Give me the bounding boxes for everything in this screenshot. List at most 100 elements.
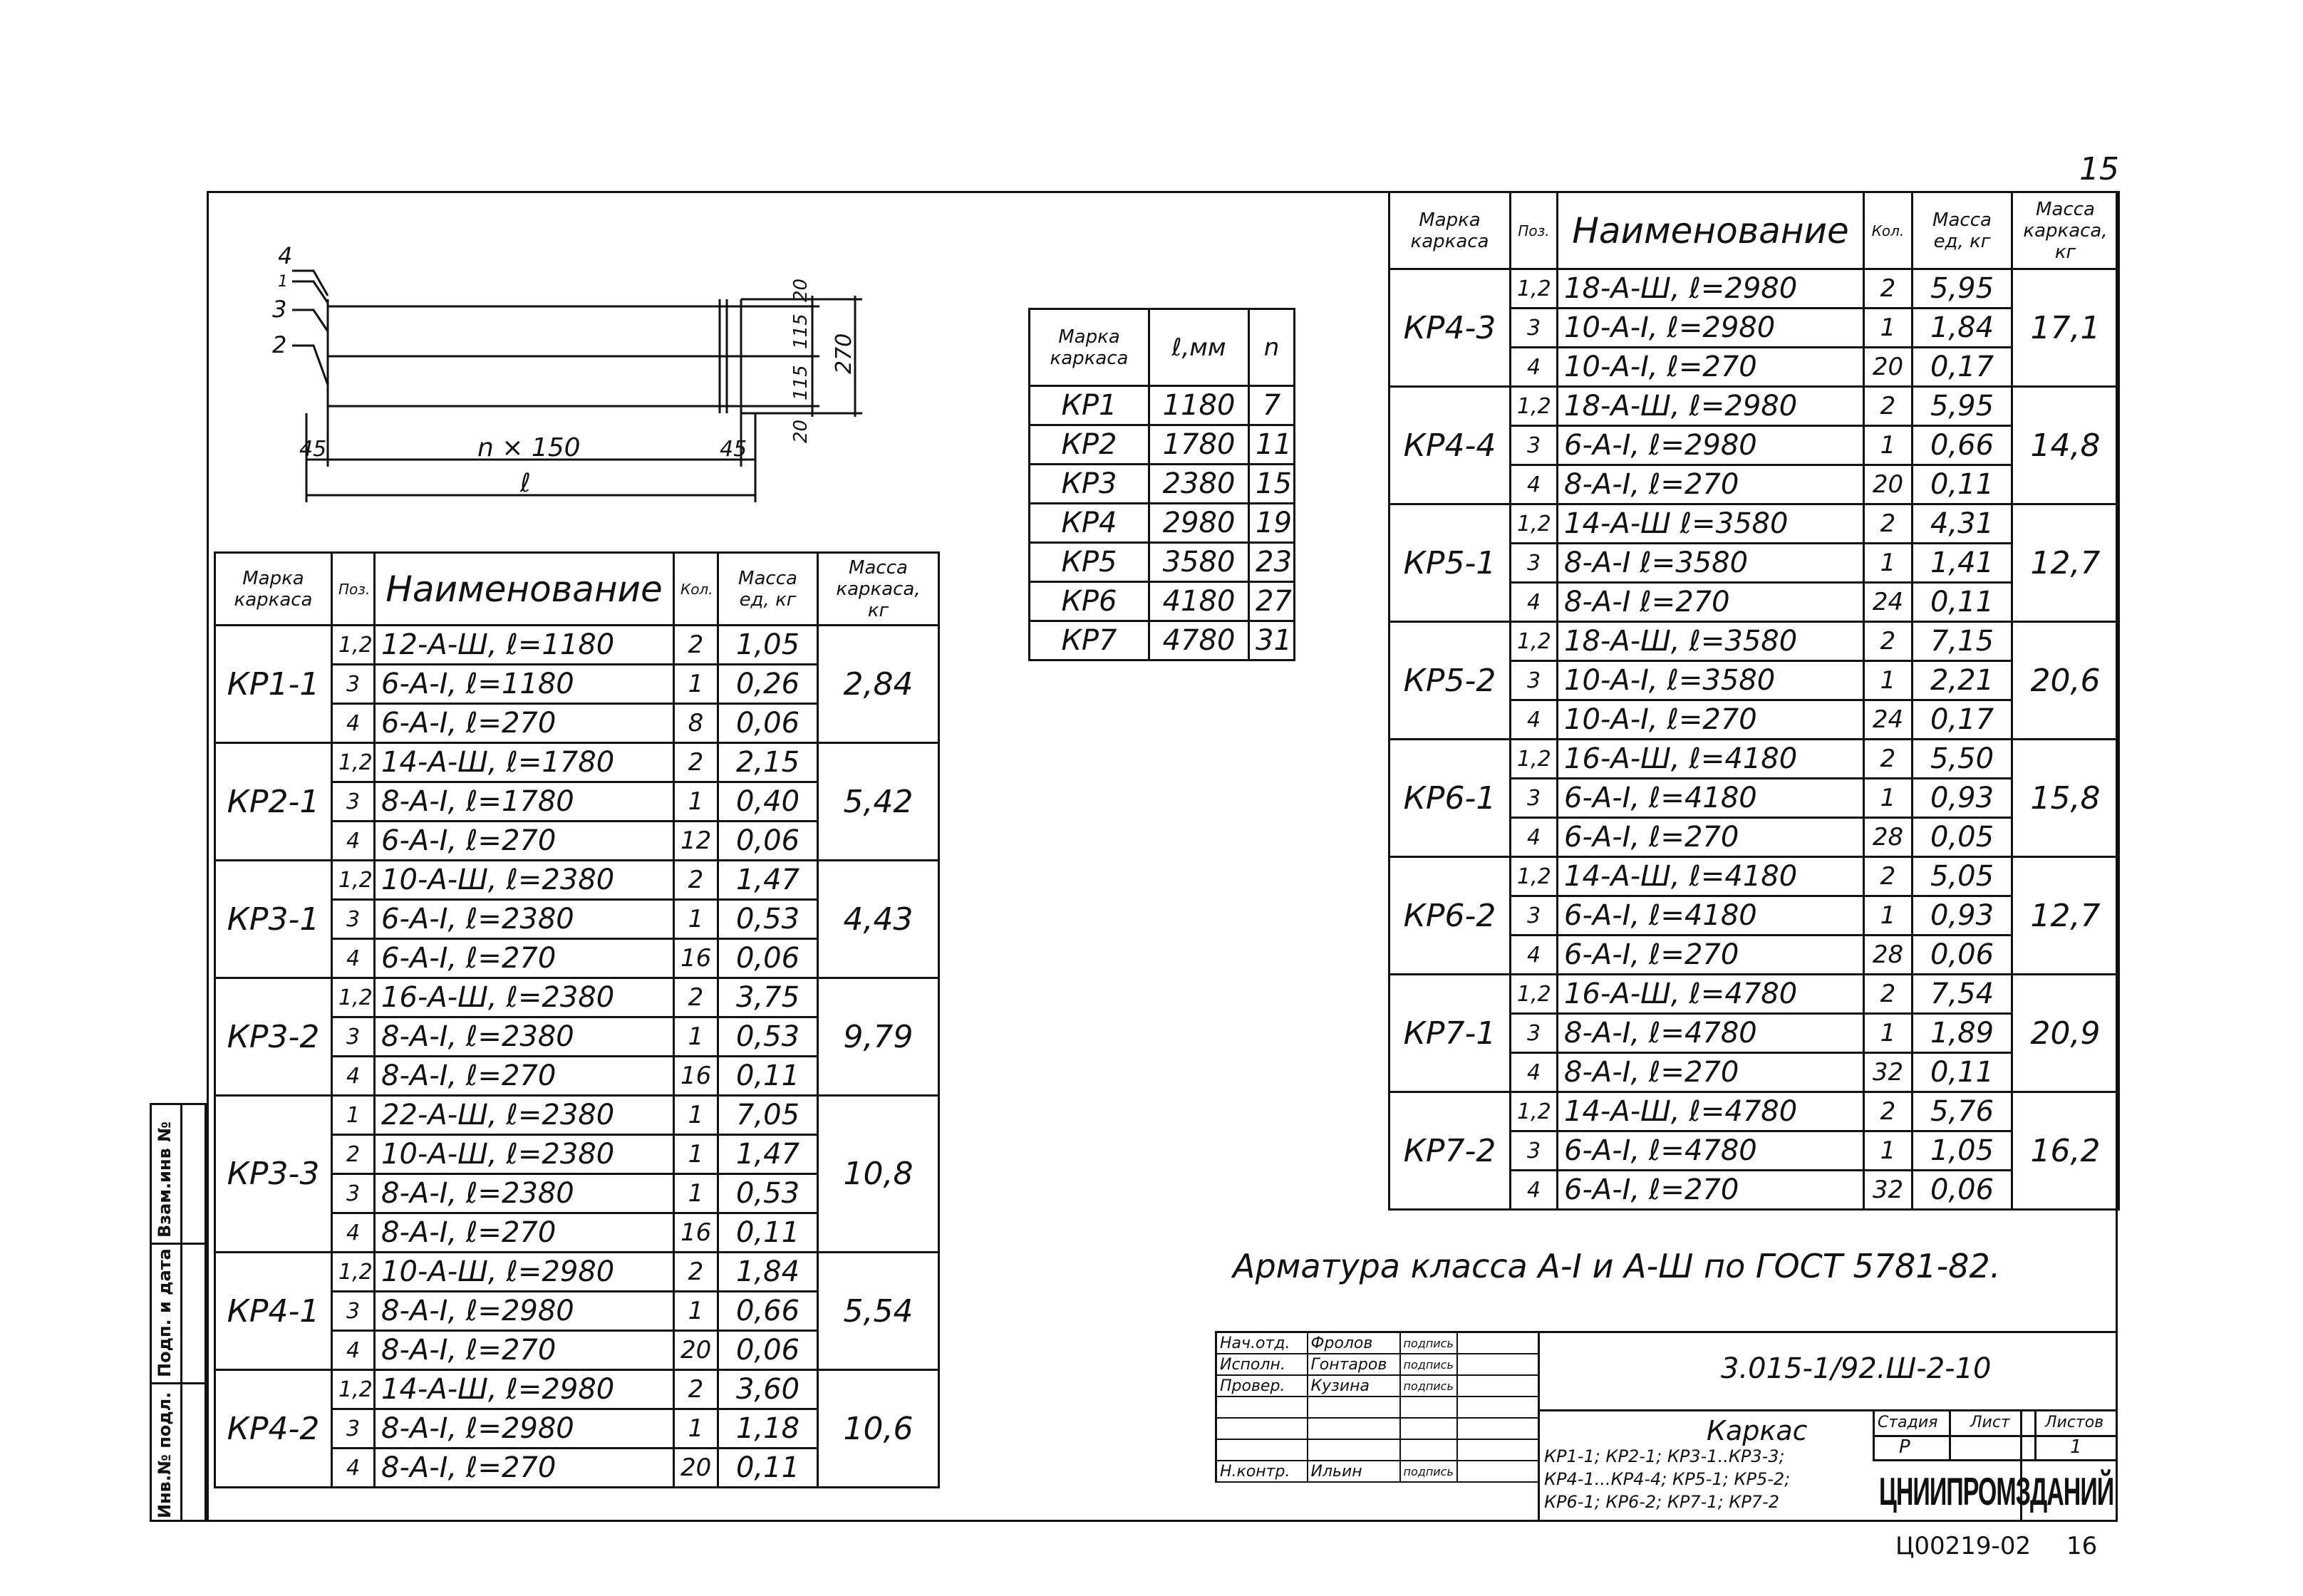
drawing-subtitle-3: КР6-1; КР6-2; КР7-1; КР7-2	[1544, 1492, 1779, 1512]
qty-cell: 20	[673, 1330, 719, 1371]
qty-cell: 2	[1863, 503, 1913, 544]
position-cell: 4	[1509, 934, 1558, 975]
name-cell: 6-А-I, ℓ=4180	[1556, 895, 1865, 936]
name-cell: 10-А-Ш, ℓ=2980	[373, 1251, 675, 1292]
unit-mass-cell: 1,84	[717, 1251, 819, 1292]
cage-mass: 14,8	[2011, 385, 2120, 505]
qty-cell: 1	[1863, 1130, 1913, 1171]
footer-page: 16	[2066, 1532, 2098, 1560]
position-cell: 3	[1509, 777, 1558, 819]
name-cell: 6-А-I, ℓ=270	[373, 938, 675, 979]
unit-mass-cell: 0,11	[1911, 1052, 2013, 1093]
unit-mass-cell: 7,15	[1911, 621, 2013, 662]
qty-cell: 2	[1863, 385, 1913, 427]
unit-mass-cell: 1,47	[717, 859, 819, 901]
qty-cell: 2	[673, 1251, 719, 1292]
dim-v-total: 270	[832, 333, 856, 374]
length-n: 27	[1248, 581, 1295, 622]
dim-v-bottom: 20	[790, 420, 812, 443]
cage-mark: КР3-2	[214, 977, 333, 1097]
dim-left: 45	[299, 437, 326, 462]
qty-cell: 2	[673, 624, 719, 665]
qty-cell: 1	[673, 1290, 719, 1332]
length-value: 4780	[1148, 620, 1250, 661]
qty-cell: 16	[673, 938, 719, 979]
length-header-mark: Марка каркаса	[1028, 308, 1150, 387]
signer-date	[1456, 1417, 1540, 1440]
position-cell: 4	[1509, 817, 1558, 858]
length-header-length: ℓ,мм	[1148, 308, 1250, 387]
stage-value: Р	[1899, 1436, 1910, 1458]
qty-cell: 2	[1863, 1091, 1913, 1132]
dim-right: 45	[720, 437, 747, 462]
position-cell: 3	[1509, 895, 1558, 936]
qty-cell: 2	[673, 859, 719, 901]
spec-header-pos: Поз.	[331, 551, 376, 626]
signer-role: Нач.отд.	[1215, 1331, 1308, 1354]
unit-mass-cell: 0,17	[1911, 346, 2013, 388]
sidebar-label-inventory: Инв.№ подл.	[155, 1392, 175, 1518]
unit-mass-cell: 0,66	[717, 1290, 819, 1332]
right-spec-table: Марка каркаса Поз. Наименование Кол. Мас…	[1388, 191, 2120, 1211]
spec-header-unit-mass: Масса ед, кг	[717, 551, 819, 626]
cage-mass: 10,6	[817, 1369, 940, 1488]
qty-cell: 2	[1863, 268, 1913, 309]
length-n: 15	[1248, 463, 1295, 504]
cage-mass: 10,8	[817, 1094, 940, 1253]
name-cell: 8-А-I, ℓ=270	[373, 1055, 675, 1097]
signer-name: Ильин	[1306, 1460, 1401, 1483]
dim-v-2: 115	[790, 365, 812, 400]
signer-row	[1215, 1439, 1540, 1461]
unit-mass-cell: 3,75	[717, 977, 819, 1018]
qty-cell: 16	[673, 1055, 719, 1097]
position-cell: 4	[1509, 346, 1558, 388]
position-cell: 2	[331, 1134, 376, 1175]
qty-cell: 1	[673, 1173, 719, 1214]
unit-mass-cell: 1,05	[1911, 1130, 2013, 1171]
qty-cell: 1	[673, 1134, 719, 1175]
signer-signature: подпись	[1399, 1460, 1458, 1483]
signer-date	[1456, 1460, 1540, 1483]
left-spec-table: Марка каркаса Поз. Наименование Кол. Мас…	[214, 551, 940, 1488]
position-cell: 3	[1509, 307, 1558, 348]
cage-mass: 16,2	[2011, 1091, 2120, 1211]
position-cell: 1,2	[1509, 738, 1558, 779]
signer-date	[1456, 1374, 1540, 1397]
qty-cell: 2	[1863, 738, 1913, 779]
signer-date	[1456, 1396, 1540, 1419]
signer-row	[1215, 1417, 1540, 1440]
length-value: 4180	[1148, 581, 1250, 622]
dim-mid: n × 150	[477, 433, 581, 462]
unit-mass-cell: 0,06	[1911, 934, 2013, 975]
drawing-title: Каркас	[1707, 1415, 1808, 1446]
sidebar-label-sign-date: Подп. и дата	[155, 1248, 175, 1377]
signer-name: Гонтаров	[1306, 1353, 1401, 1376]
position-cell: 4	[1509, 464, 1558, 505]
qty-cell: 20	[673, 1447, 719, 1488]
unit-mass-cell: 5,50	[1911, 738, 2013, 779]
qty-cell: 32	[1863, 1169, 1913, 1211]
position-cell: 1,2	[331, 742, 376, 783]
callout-2: 2	[272, 331, 286, 358]
unit-mass-cell: 0,40	[717, 781, 819, 822]
name-cell: 6-А-I, ℓ=2980	[1556, 425, 1865, 466]
signer-signature	[1399, 1417, 1458, 1440]
unit-mass-cell: 1,05	[717, 624, 819, 665]
spec-header-unit-mass: Масса ед, кг	[1911, 191, 2013, 270]
name-cell: 14-А-Ш, ℓ=4180	[1556, 856, 1865, 897]
unit-mass-cell: 4,31	[1911, 503, 2013, 544]
position-cell: 4	[331, 1330, 376, 1371]
